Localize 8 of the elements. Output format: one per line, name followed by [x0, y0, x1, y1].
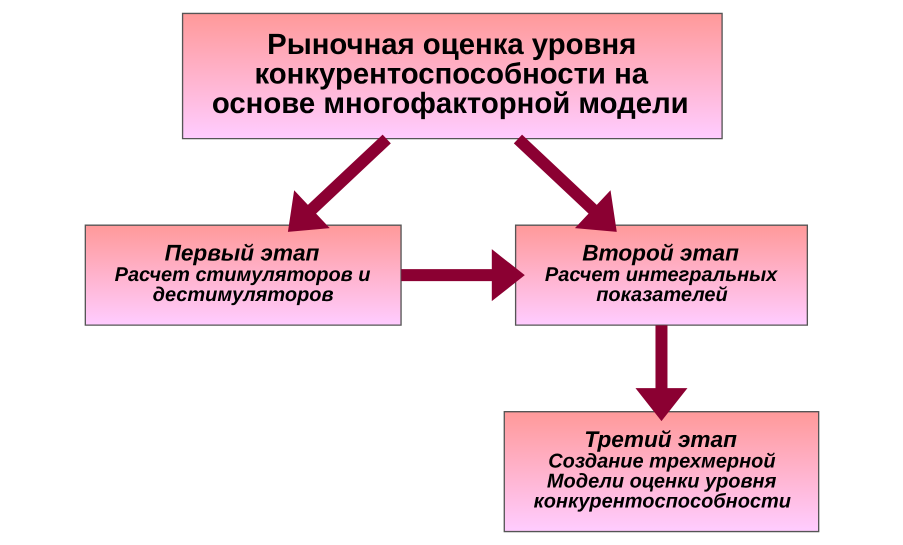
arrow	[287, 134, 390, 232]
arrow	[400, 249, 524, 302]
node-box: Рыночная оценка уровня конкурентоспособности на основе многофакторной модели	[181, 12, 722, 140]
node-box: Первый этап Расчет стимуляторов и дестимуляторов	[84, 224, 402, 326]
node-box: Второй этап Расчет интегральных показателей	[514, 224, 808, 326]
arrow	[634, 325, 687, 422]
arrow	[513, 134, 616, 232]
node-box: Третий этап Создание трехмерной Модели оценки уровня конкурентоспособности	[503, 411, 819, 532]
